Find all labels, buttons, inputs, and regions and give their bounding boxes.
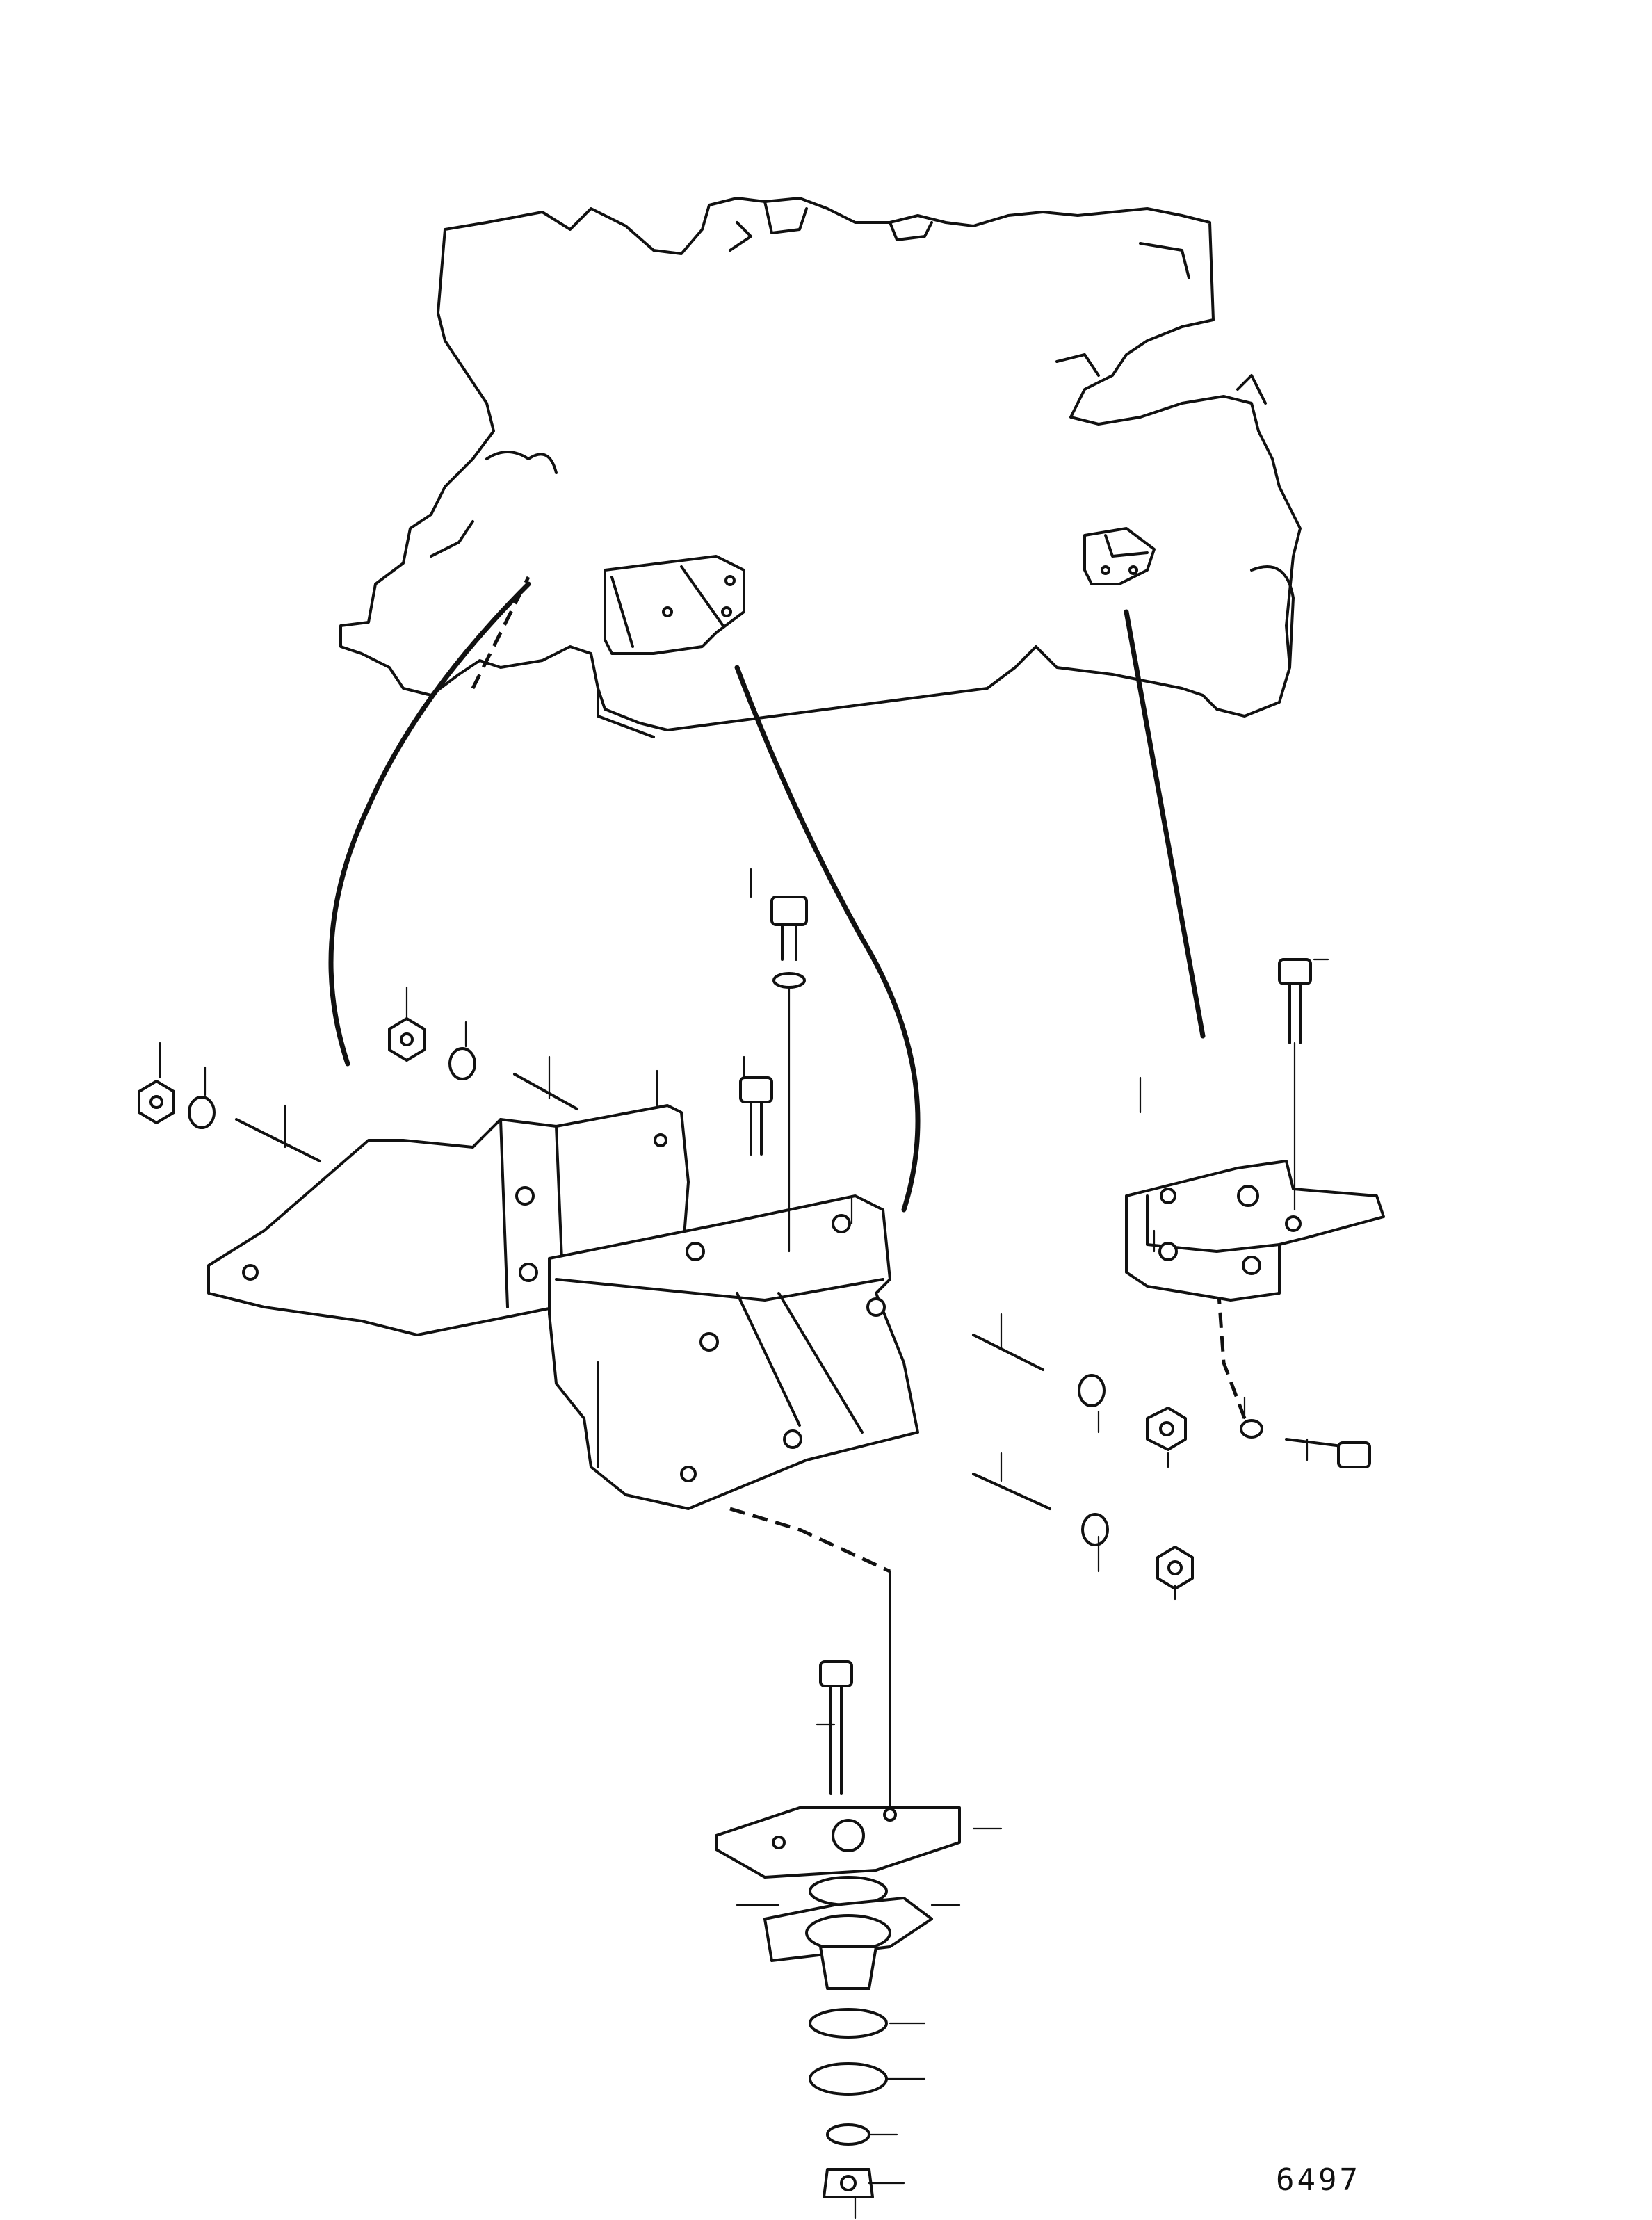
mounting-plate [715, 1806, 961, 1879]
engine-outline [339, 197, 1302, 738]
figure-number: 6497 [1276, 2162, 1361, 2198]
left-studs-and-nuts [138, 1017, 578, 1162]
bolt-top-center [770, 896, 808, 1253]
right-side-bracket [1125, 1160, 1385, 1302]
engine-bracket-right [1083, 527, 1156, 585]
rubber-mount [763, 1876, 933, 2198]
central-mounting-bracket [548, 1194, 919, 1510]
bolt-right-lower [1240, 1419, 1371, 1468]
engine-bracket-left [604, 555, 745, 655]
right-studs-and-nuts [972, 1334, 1194, 1590]
bolt-bottom-plate [819, 1660, 853, 1795]
bolt-right-top [1278, 958, 1312, 1211]
bolt-center-small [739, 1076, 773, 1156]
leader-lines [159, 868, 1329, 2219]
assembly-guide-lines [328, 576, 1247, 1823]
